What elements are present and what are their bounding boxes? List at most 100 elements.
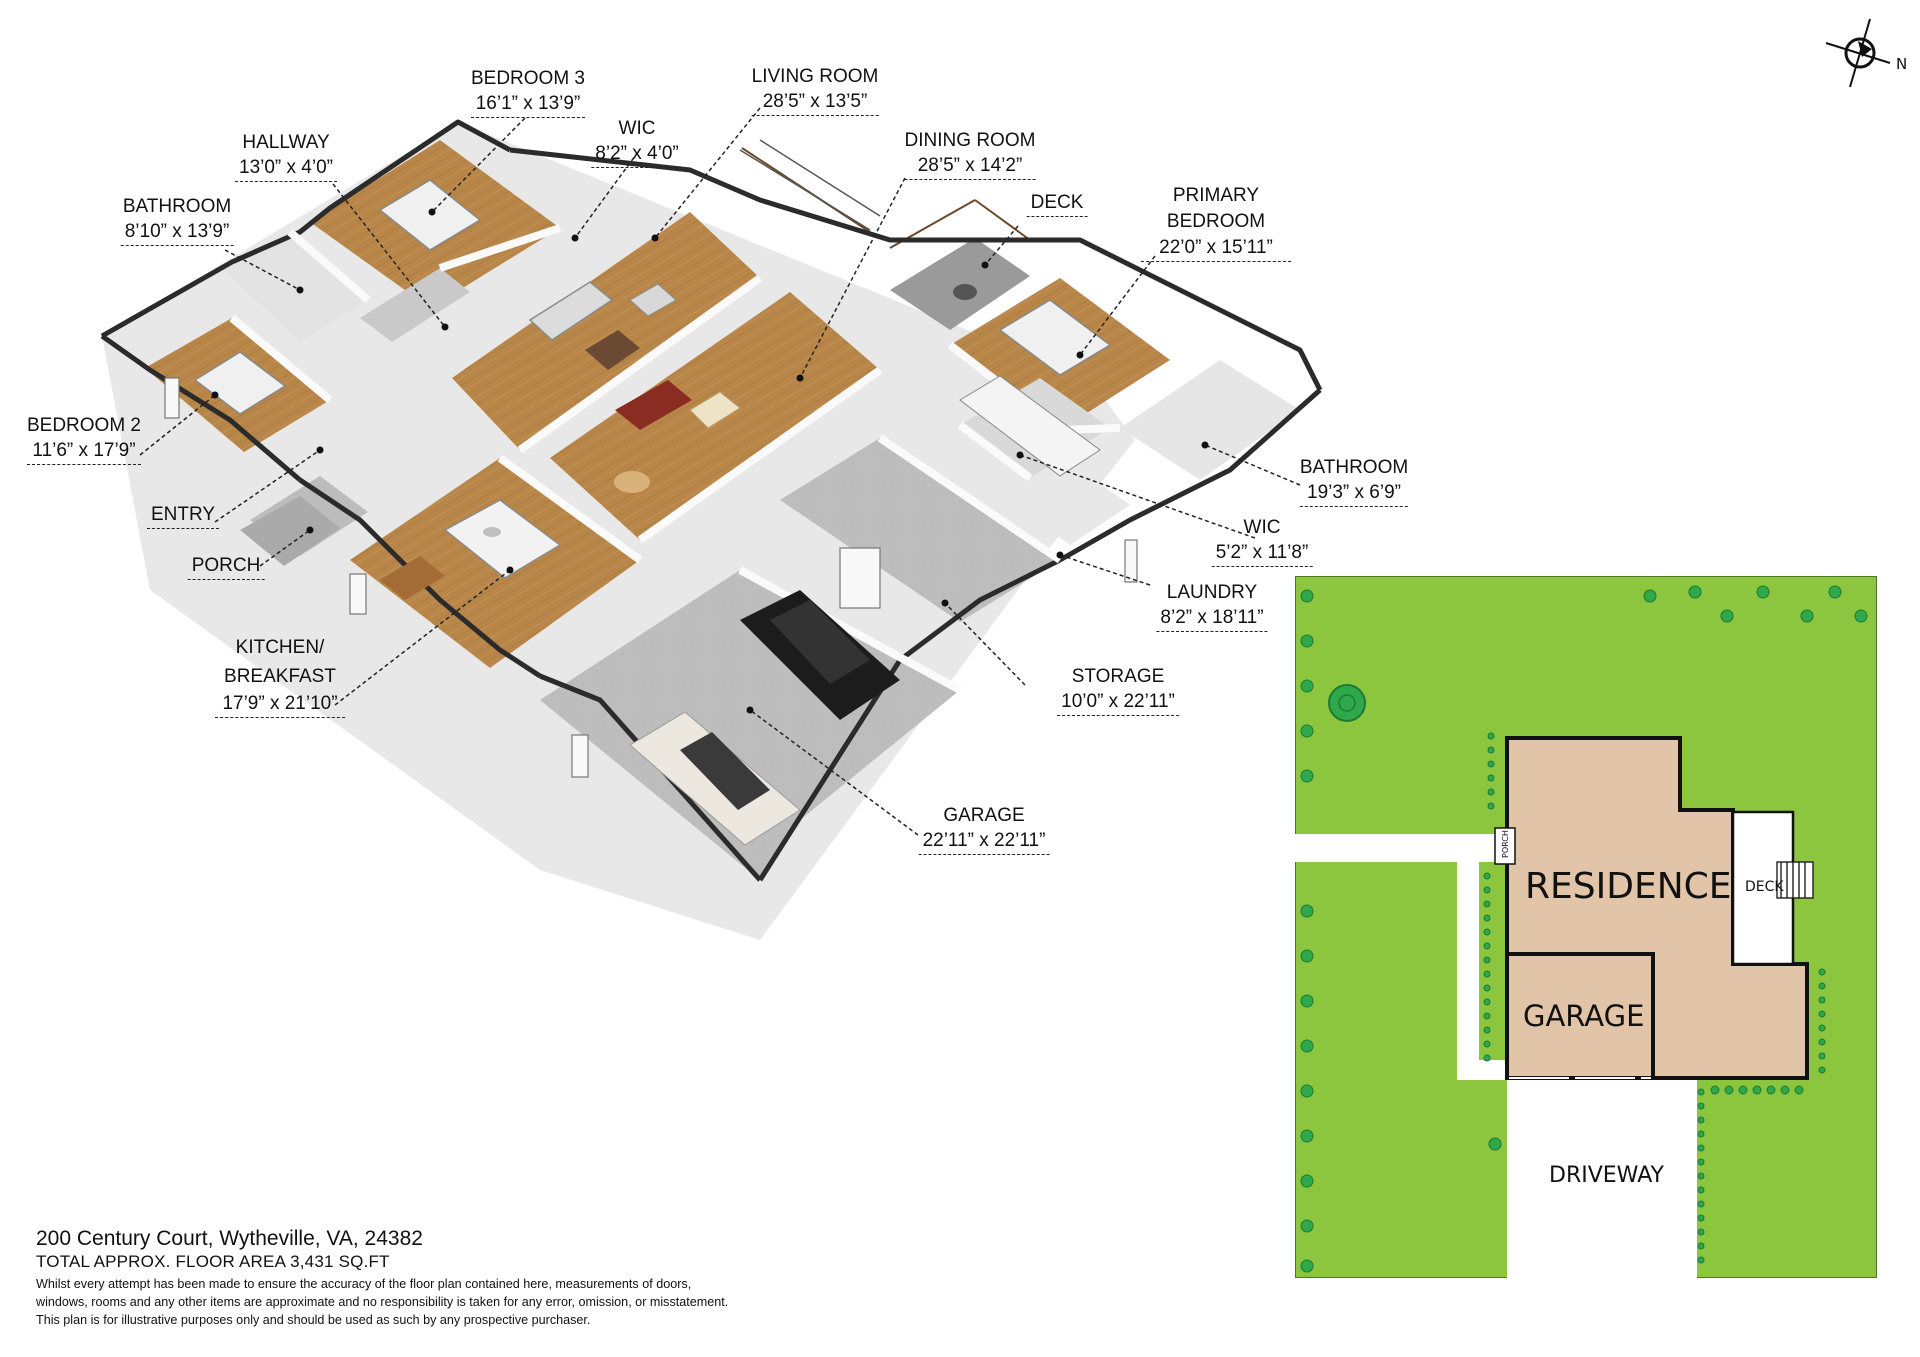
closet-icon (959, 375, 1101, 477)
room-dims: 28’5” x 14’2” (904, 153, 1036, 180)
room-label-kitchen: KITCHEN/ BREAKFAST 17’9” x 21’10” (215, 633, 345, 718)
door-icons (164, 377, 1138, 778)
compass-icon: N (1825, 18, 1907, 88)
room-label-bathroom-left: BATHROOM 8’10” x 13’9” (120, 194, 234, 246)
property-address: 200 Century Court, Wytheville, VA, 24382 (36, 1227, 423, 1250)
leader-lines (139, 107, 1301, 836)
room-dims: 8’10” x 13’9” (120, 219, 234, 246)
walls (100, 119, 1323, 882)
storage-floor (780, 438, 1060, 622)
room-name: DECK (1026, 190, 1088, 217)
hallway-floor (360, 268, 470, 342)
plan-footer: 200 Century Court, Wytheville, VA, 24382… (36, 1226, 936, 1329)
porch-label: PORCH (1501, 830, 1510, 858)
room-name: LAUNDRY (1166, 582, 1258, 603)
room-name: HALLWAY (242, 132, 330, 153)
garage-label: GARAGE (1523, 999, 1644, 1033)
room-name: DINING ROOM (904, 130, 1036, 151)
coffee-table-icon (585, 330, 640, 370)
room-name: PRIMARY BEDROOM (1166, 185, 1266, 232)
room-name: ENTRY (146, 502, 220, 529)
armchair-icon (629, 283, 677, 317)
disclaimer-line: This plan is for illustrative purposes o… (36, 1313, 591, 1327)
driveway-label: DRIVEWAY (1549, 1163, 1665, 1188)
round-table-icon (614, 471, 650, 493)
garage-building (1505, 952, 1655, 1080)
deck-stairs-icon (1776, 861, 1814, 899)
bed-icon (193, 351, 287, 415)
living-floor (452, 212, 760, 450)
bed-icon (378, 179, 482, 251)
room-name: BATHROOM (1299, 457, 1409, 478)
room-label-deck: DECK (1026, 190, 1088, 217)
bathroom-left-floor (224, 232, 368, 342)
laundry-floor (1010, 462, 1130, 545)
room-dims: 22’11” x 22’11” (918, 828, 1050, 855)
room-dims: 28’5” x 13’5” (751, 89, 879, 116)
sink-icon (483, 527, 501, 537)
room-label-garage: GARAGE 22’11” x 22’11” (918, 803, 1050, 855)
room-dims: 17’9” x 21’10” (215, 691, 345, 718)
porch-floor (240, 496, 340, 566)
deck-label: DECK (1745, 879, 1784, 895)
disclaimer: Whilst every attempt has been made to en… (36, 1275, 936, 1329)
north-label: N (1896, 55, 1907, 73)
room-dims: 19’3” x 6’9” (1299, 480, 1409, 507)
room-name: BATHROOM (122, 196, 232, 217)
room-name: WIC (618, 118, 656, 139)
room-name: PORCH (187, 553, 265, 580)
residence-label: RESIDENCE (1525, 866, 1732, 907)
room-label-living: LIVING ROOM 28’5” x 13’5” (751, 64, 879, 116)
room-dims: 16’1” x 13’9” (470, 91, 586, 118)
room-name: BEDROOM 2 (26, 415, 142, 436)
room-label-wic-right: WIC 5’2” x 11’8” (1211, 515, 1313, 567)
leader-dots (211, 208, 1209, 714)
breakfast-table-icon (380, 556, 445, 600)
room-dims: 10’0” x 22’11” (1057, 689, 1179, 716)
deck-table-icon (953, 284, 977, 300)
room-label-hallway: HALLWAY 13’0” x 4’0” (235, 130, 337, 182)
room-label-wic-upper: WIC 8’2” x 4’0” (591, 116, 683, 168)
black-suv-icon (740, 590, 900, 720)
white-car-icon (629, 711, 801, 846)
room-label-primary: PRIMARY BEDROOM 22’0” x 15’11” (1141, 183, 1291, 262)
tree-icon (1328, 684, 1366, 722)
room-name: STORAGE (1071, 666, 1165, 687)
front-walk (1295, 834, 1517, 862)
room-dims: 13’0” x 4’0” (235, 155, 337, 182)
driveway (1507, 1080, 1697, 1278)
disclaimer-line: windows, rooms and any other items are a… (36, 1295, 729, 1309)
room-name: BEDROOM 3 (470, 68, 586, 89)
deck-stairs-icon (739, 139, 881, 231)
sofa-icon (528, 281, 614, 341)
room-dims: 8’2” x 18’11” (1156, 605, 1268, 632)
room-label-bedroom2: BEDROOM 2 11’6” x 17’9” (26, 413, 142, 465)
floor-area: TOTAL APPROX. FLOOR AREA 3,431 SQ.FT (36, 1252, 390, 1271)
dining-table-icon (615, 380, 692, 430)
bathroom-right-floor (1120, 360, 1300, 480)
room-label-storage: STORAGE 10’0” x 22’11” (1057, 664, 1179, 716)
rug-icon (689, 391, 741, 429)
room-name: LIVING ROOM (751, 66, 879, 87)
porch-structure (1494, 827, 1516, 865)
kitchen-island-icon (443, 499, 562, 579)
disclaimer-line: Whilst every attempt has been made to en… (36, 1277, 692, 1291)
room-dims: 11’6” x 17’9” (26, 438, 142, 465)
room-label-bathroom-right: BATHROOM 19’3” x 6’9” (1299, 455, 1409, 507)
deck-floor (890, 238, 1030, 330)
room-name: WIC (1243, 517, 1281, 538)
room-label-laundry: LAUNDRY 8’2” x 18’11” (1156, 580, 1268, 632)
site-plan: PORCH RESIDENCE GARAGE DECK DRIVEWAY (1295, 576, 1877, 1278)
room-dims: 22’0” x 15’11” (1141, 235, 1291, 262)
room-dims: 5’2” x 11’8” (1211, 540, 1313, 567)
room-name: KITCHEN/ BREAKFAST (224, 637, 336, 687)
shrub-icons (1300, 585, 1868, 1273)
room-label-entry: ENTRY (146, 502, 220, 529)
side-walk (1457, 834, 1479, 1080)
room-label-porch: PORCH (187, 553, 265, 580)
room-label-bedroom3: BEDROOM 3 16’1” x 13’9” (470, 66, 586, 118)
room-label-dining: DINING ROOM 28’5” x 14’2” (904, 128, 1036, 180)
furniture (164, 139, 1138, 846)
